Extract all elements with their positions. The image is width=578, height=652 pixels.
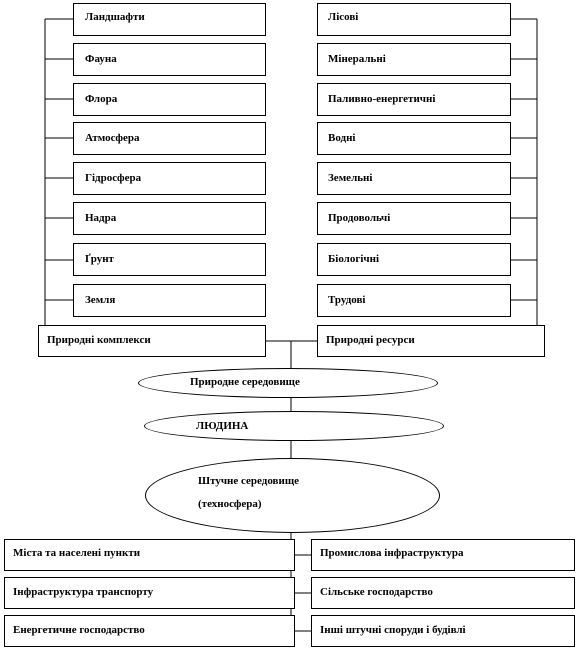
technosphere-item: Сільське господарство <box>311 577 575 609</box>
item-label: Надра <box>85 212 117 224</box>
natural-environment-ellipse: Природне середовище <box>138 368 438 398</box>
natural-complex-item: Ґрунт <box>73 243 266 276</box>
item-label: Міста та населені пункти <box>13 547 141 559</box>
natural-complex-item: Земля <box>73 284 266 317</box>
technosphere-item: Інфраструктура транспорту <box>4 577 295 609</box>
item-label: Ландшафти <box>85 11 145 23</box>
natural-resource-item: Трудові <box>317 284 511 317</box>
artificial-environment-ellipse: Штучне середовище (техносфера) <box>145 458 440 533</box>
natural-complex-item: Надра <box>73 202 266 235</box>
technosphere-item: Міста та населені пункти <box>4 539 295 571</box>
technosphere-item: Енергетичне господарство <box>4 615 295 647</box>
ellipse-label: Природне середовище <box>190 376 300 388</box>
item-label: Трудові <box>328 294 366 306</box>
group-label: Природні ресурси <box>326 334 415 346</box>
natural-complex-item: Гідросфера <box>73 162 266 195</box>
item-label: Земельні <box>328 172 373 184</box>
natural-complex-item: Фауна <box>73 43 266 76</box>
item-label: Інші штучні споруди і будівлі <box>320 624 466 636</box>
natural-resource-item: Лісові <box>317 3 511 36</box>
ellipse-label: ЛЮДИНА <box>196 420 249 432</box>
item-label: Мінеральні <box>328 53 386 65</box>
item-label: Сільське господарство <box>320 586 433 598</box>
item-label: Продовольчі <box>328 212 391 224</box>
natural-resources-box: Природні ресурси <box>317 325 545 357</box>
natural-complex-item: Ландшафти <box>73 3 266 36</box>
item-label: Промислова інфраструктура <box>320 547 464 559</box>
item-label: Фауна <box>85 53 117 65</box>
ellipse-label-line1: Штучне середовище <box>198 475 300 487</box>
group-label: Природні комплекси <box>47 334 151 346</box>
item-label: Земля <box>85 294 116 306</box>
natural-complex-item: Флора <box>73 83 266 116</box>
item-label: Біологічні <box>328 253 380 265</box>
technosphere-item: Інші штучні споруди і будівлі <box>311 615 575 647</box>
natural-complexes-box: Природні комплекси <box>38 325 266 357</box>
natural-resource-item: Продовольчі <box>317 202 511 235</box>
item-label: Водні <box>328 132 356 144</box>
human-ellipse: ЛЮДИНА <box>144 411 444 441</box>
item-label: Атмосфера <box>85 132 140 144</box>
natural-resource-item: Паливно-енергетичні <box>317 83 511 116</box>
item-label: Гідросфера <box>85 172 142 184</box>
natural-complex-item: Атмосфера <box>73 122 266 155</box>
natural-resource-item: Земельні <box>317 162 511 195</box>
natural-resource-item: Мінеральні <box>317 43 511 76</box>
technosphere-item: Промислова інфраструктура <box>311 539 575 571</box>
item-label: Енергетичне господарство <box>13 624 145 636</box>
natural-resource-item: Біологічні <box>317 243 511 276</box>
natural-resource-item: Водні <box>317 122 511 155</box>
item-label: Паливно-енергетичні <box>328 93 436 105</box>
item-label: Ґрунт <box>85 253 114 265</box>
ellipse-label-line2: (техносфера) <box>198 498 262 510</box>
item-label: Лісові <box>328 11 359 23</box>
item-label: Флора <box>85 93 118 105</box>
item-label: Інфраструктура транспорту <box>13 586 154 598</box>
